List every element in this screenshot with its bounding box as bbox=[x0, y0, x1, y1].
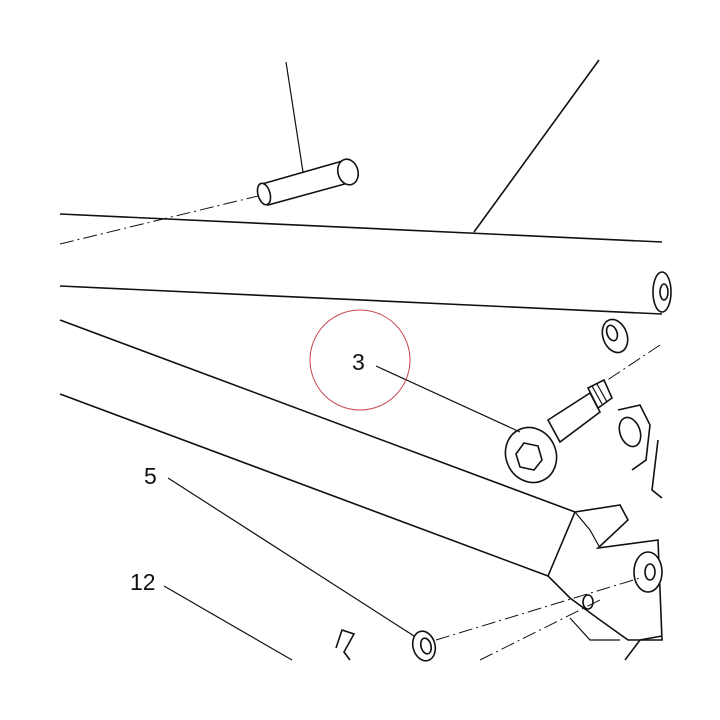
bracket-body bbox=[547, 504, 663, 641]
pin-part bbox=[59, 158, 360, 245]
bracket-upper-outline bbox=[617, 404, 651, 471]
leader-5 bbox=[167, 477, 415, 637]
highlight-circle bbox=[309, 309, 411, 411]
bracket-lower-edge bbox=[569, 617, 620, 641]
pin-head bbox=[336, 158, 360, 186]
leader-3 bbox=[375, 365, 521, 433]
spring-clip bbox=[335, 628, 356, 661]
washer-inner bbox=[419, 637, 433, 655]
frame-lower-edge bbox=[59, 285, 663, 315]
clip-part-12 bbox=[335, 628, 356, 661]
bracket-small-hole bbox=[582, 594, 594, 610]
frame-top-edge bbox=[59, 213, 663, 243]
bracket-hole-upper bbox=[618, 416, 642, 448]
bracket-right-edge bbox=[651, 439, 663, 499]
leader-upper-right bbox=[473, 59, 600, 233]
callout-3: 3 bbox=[352, 349, 365, 375]
bushings bbox=[599, 271, 672, 386]
bracket-boss-hole bbox=[644, 563, 656, 581]
callout-leaders bbox=[163, 365, 521, 661]
bushing-upper-hole bbox=[659, 283, 669, 301]
bracket-part bbox=[547, 404, 663, 661]
bolt-part-3 bbox=[504, 378, 613, 484]
arm-upper-edge bbox=[59, 319, 576, 513]
thread-mark-1 bbox=[591, 385, 603, 405]
secondary-axis-line bbox=[479, 599, 601, 661]
bracket-bottom-lug bbox=[624, 635, 663, 661]
arm-lower-edge bbox=[59, 393, 549, 577]
thread-mark-2 bbox=[596, 383, 608, 403]
bolt-shank bbox=[546, 391, 602, 444]
callout-12: 12 bbox=[130, 569, 156, 595]
washer-axis-line bbox=[435, 577, 641, 641]
callout-5: 5 bbox=[144, 463, 157, 489]
frame-lines bbox=[59, 59, 663, 577]
pin-axis-line bbox=[59, 195, 259, 245]
bushing-axis-line bbox=[599, 344, 661, 386]
leader-12 bbox=[163, 585, 293, 661]
bracket-fold bbox=[574, 511, 601, 549]
bushing-mid-hole bbox=[605, 324, 619, 342]
hex-socket-icon bbox=[515, 442, 543, 471]
leader-pin bbox=[285, 61, 304, 173]
washer-part-5 bbox=[411, 577, 641, 662]
pin-tail bbox=[256, 182, 272, 206]
